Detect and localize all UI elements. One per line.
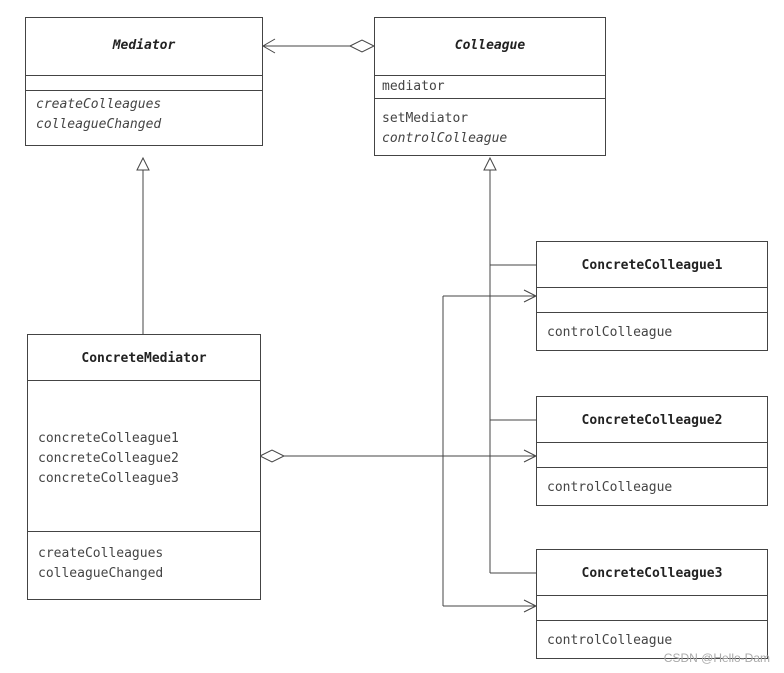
attributes-section-mediator bbox=[26, 75, 262, 90]
generalization-triangle-mediator bbox=[136, 156, 150, 171]
methods-section-concrete-colleague1: controlColleague bbox=[537, 312, 767, 350]
method-control-colleague: controlColleague bbox=[547, 325, 673, 340]
methods-section-mediator: createColleagues colleagueChanged bbox=[26, 90, 262, 145]
methods-section-concrete-colleague2: controlColleague bbox=[537, 467, 767, 505]
class-concrete-colleague1: ConcreteColleague1 controlColleague bbox=[536, 241, 768, 351]
method-colleague-changed: colleagueChanged bbox=[36, 117, 162, 132]
attribute-concrete-colleague2: concreteColleague2 bbox=[38, 451, 179, 466]
class-concrete-colleague2: ConcreteColleague2 controlColleague bbox=[536, 396, 768, 506]
class-name-colleague: Colleague bbox=[454, 38, 526, 53]
attributes-section-concrete-colleague1 bbox=[537, 287, 767, 312]
attributes-section-concrete-colleague3 bbox=[537, 595, 767, 620]
class-name-concrete-colleague1: ConcreteColleague1 bbox=[581, 258, 723, 273]
attributes-section-concrete-colleague2 bbox=[537, 442, 767, 467]
attribute-concrete-colleague1: concreteColleague1 bbox=[38, 431, 179, 446]
class-concrete-colleague3: ConcreteColleague3 controlColleague bbox=[536, 549, 768, 659]
class-colleague: Colleague mediator setMediator controlCo… bbox=[374, 17, 606, 156]
aggregation-diamond-concrete-mediator bbox=[258, 449, 286, 463]
class-concrete-mediator: ConcreteMediator concreteColleague1 conc… bbox=[27, 334, 261, 600]
generalization-triangle-colleague bbox=[483, 156, 497, 171]
attribute-mediator: mediator bbox=[382, 79, 445, 94]
methods-section-colleague: setMediator controlColleague bbox=[375, 98, 605, 155]
class-name-concrete-colleague2: ConcreteColleague2 bbox=[581, 413, 723, 428]
method-colleague-changed: colleagueChanged bbox=[38, 566, 164, 581]
class-name-concrete-mediator: ConcreteMediator bbox=[81, 351, 207, 366]
method-control-colleague: controlColleague bbox=[547, 633, 673, 648]
method-control-colleague: controlColleague bbox=[382, 131, 508, 146]
methods-section-concrete-mediator: createColleagues colleagueChanged bbox=[28, 531, 260, 599]
class-name-concrete-colleague3: ConcreteColleague3 bbox=[581, 566, 723, 581]
watermark-text: CSDN @Hello-Dam bbox=[663, 651, 770, 665]
class-mediator: Mediator createColleagues colleagueChang… bbox=[25, 17, 263, 146]
method-set-mediator: setMediator bbox=[382, 111, 469, 126]
attribute-concrete-colleague3: concreteColleague3 bbox=[38, 471, 179, 486]
aggregation-diamond-colleague bbox=[348, 39, 376, 53]
method-create-colleagues: createColleagues bbox=[36, 97, 162, 112]
attributes-section-concrete-mediator: concreteColleague1 concreteColleague2 co… bbox=[28, 380, 260, 531]
method-control-colleague: controlColleague bbox=[547, 480, 673, 495]
arrowhead-to-mediator bbox=[262, 38, 276, 54]
attributes-section-colleague: mediator bbox=[375, 75, 605, 98]
methods-section-concrete-colleague3: controlColleague bbox=[537, 620, 767, 658]
method-create-colleagues: createColleagues bbox=[38, 546, 164, 561]
class-name-mediator: Mediator bbox=[112, 38, 176, 53]
